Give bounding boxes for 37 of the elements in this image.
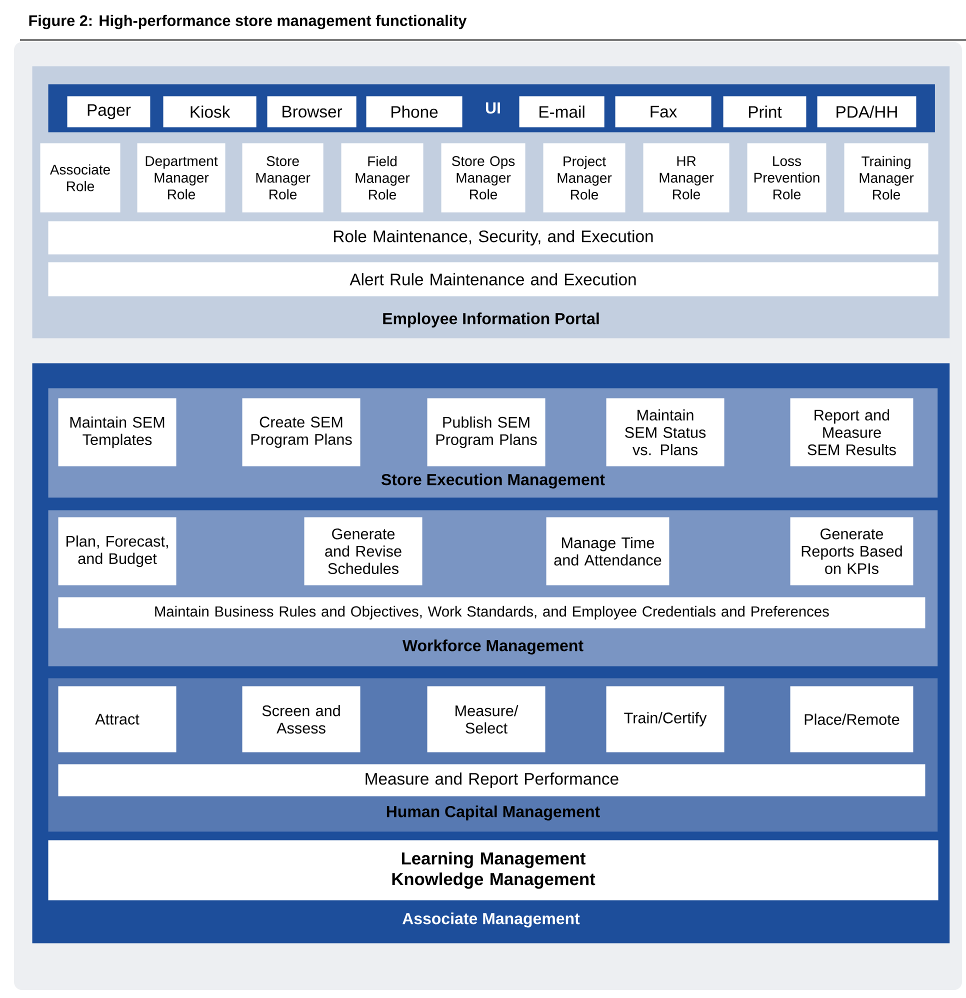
role-box: Loss Prevention Role — [747, 143, 826, 212]
function-box: Measure/ Select — [427, 686, 546, 752]
function-box: Plan, Forecast, and Budget — [58, 517, 176, 586]
function-box: Maintain SEM Templates — [58, 398, 176, 466]
role-box: Store Manager Role — [242, 143, 324, 212]
function-box: Report and Measure SEM Results — [790, 398, 914, 466]
channel-box: Print — [723, 96, 806, 128]
channel-box: PDA/HH — [817, 96, 916, 128]
function-box: Train/Certify — [606, 686, 724, 752]
role-box: Field Manager Role — [341, 143, 424, 212]
channel-box: Kiosk — [163, 96, 256, 128]
function-box: Create SEM Program Plans — [242, 398, 360, 466]
function-bar: Maintain Business Rules and Objectives, Work Standards, and Employee Credentials and Preferences — [58, 597, 926, 628]
function-box: Attract — [58, 686, 176, 752]
function-bar: Role Maintenance, Security, and Execution — [48, 221, 938, 254]
channel-box: Phone — [366, 96, 462, 128]
channel-box: E-mail — [519, 96, 604, 128]
function-box: Place/Remote — [790, 686, 914, 752]
role-box: Store Ops Manager Role — [441, 143, 526, 212]
function-box: Publish SEM Program Plans — [427, 398, 546, 466]
role-box: HR Manager Role — [643, 143, 730, 212]
role-box: Project Manager Role — [543, 143, 626, 212]
channel-box: Pager — [67, 96, 150, 128]
figure-title: Figure 2: High-performance store management functionality — [29, 14, 467, 30]
channel-box: Browser — [267, 96, 356, 128]
channel-box: Fax — [615, 96, 712, 128]
function-box: Screen and Assess — [242, 686, 360, 752]
function-box: Maintain SEM Status vs. Plans — [606, 398, 724, 466]
role-box: Associate Role — [40, 143, 120, 212]
role-box: Department Manager Role — [137, 143, 226, 212]
function-box: Manage Time and Attendance — [546, 517, 670, 586]
function-box: Generate and Revise Schedules — [304, 517, 422, 586]
function-box: Generate Reports Based on KPIs — [790, 517, 914, 586]
function-bar: Alert Rule Maintenance and Execution — [48, 262, 938, 296]
module-box: Learning Management Knowledge Management — [48, 840, 938, 900]
function-bar: Measure and Report Performance — [58, 764, 926, 796]
role-box: Training Manager Role — [844, 143, 928, 212]
